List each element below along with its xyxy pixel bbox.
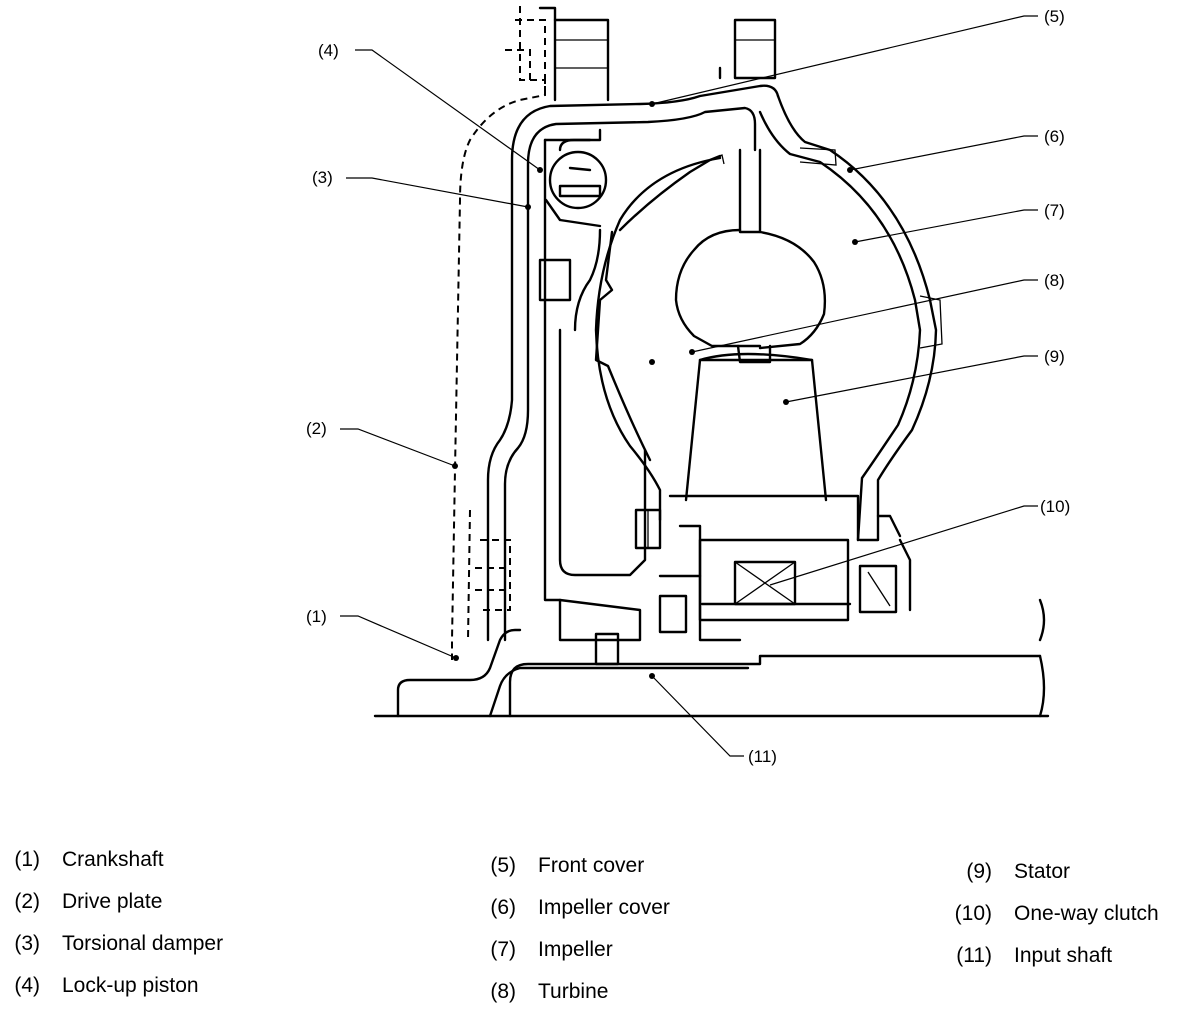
callout-11: (11) (748, 747, 777, 766)
callout-5: (5) (1044, 7, 1065, 26)
callout-9: (9) (1044, 347, 1065, 366)
turbine-shape (594, 148, 827, 522)
callout-1: (1) (306, 607, 327, 626)
legend-num: (5) (490, 854, 516, 877)
legend-num: (9) (966, 860, 992, 883)
legend-label: Front cover (538, 854, 645, 877)
legend-num: (4) (14, 974, 40, 997)
callout-10: (10) (1040, 497, 1070, 516)
legend-label: Lock-up piston (62, 974, 199, 997)
leader-lines (340, 15, 1038, 757)
torsional-damper-shape (544, 150, 608, 228)
lock-up-piston-shape (538, 128, 647, 602)
torque-converter-diagram: (1) (2) (3) (4) (5) (6) (7) (8) (9) (10)… (306, 6, 1070, 766)
callout-8: (8) (1044, 271, 1065, 290)
legend-num: (1) (14, 848, 40, 871)
callout-3: (3) (312, 168, 333, 187)
one-way-clutch-shape (658, 524, 852, 642)
legend-num: (11) (956, 944, 992, 967)
legend-num: (8) (490, 980, 516, 1003)
legend-label: Impeller (538, 938, 613, 961)
callout-7: (7) (1044, 201, 1065, 220)
drive-plate-shape (451, 6, 546, 660)
callout-4: (4) (318, 41, 339, 60)
legend-label: One-way clutch (1014, 902, 1159, 925)
legend-label: Input shaft (1014, 944, 1113, 967)
leader-dots (452, 101, 858, 679)
legend-num: (6) (490, 896, 516, 919)
legend-label: Impeller cover (538, 896, 670, 919)
seal-bearing-shapes (558, 508, 912, 666)
legend-num: (2) (14, 890, 40, 913)
legend-num: (3) (14, 932, 40, 955)
input-shaft-shape (508, 598, 1046, 718)
stator-shape (668, 344, 860, 542)
legend-label: Torsional damper (62, 932, 224, 955)
legend-label: Crankshaft (62, 848, 164, 871)
legend-label: Stator (1014, 860, 1071, 883)
callout-2: (2) (306, 419, 327, 438)
legend-num: (7) (490, 938, 516, 961)
callout-6: (6) (1044, 127, 1065, 146)
front-cover-shape (486, 6, 780, 642)
legend-label: Drive plate (62, 890, 163, 913)
crankshaft-shape (373, 628, 1050, 718)
legend-num: (10) (954, 902, 992, 925)
legend-label: Turbine (538, 980, 609, 1003)
